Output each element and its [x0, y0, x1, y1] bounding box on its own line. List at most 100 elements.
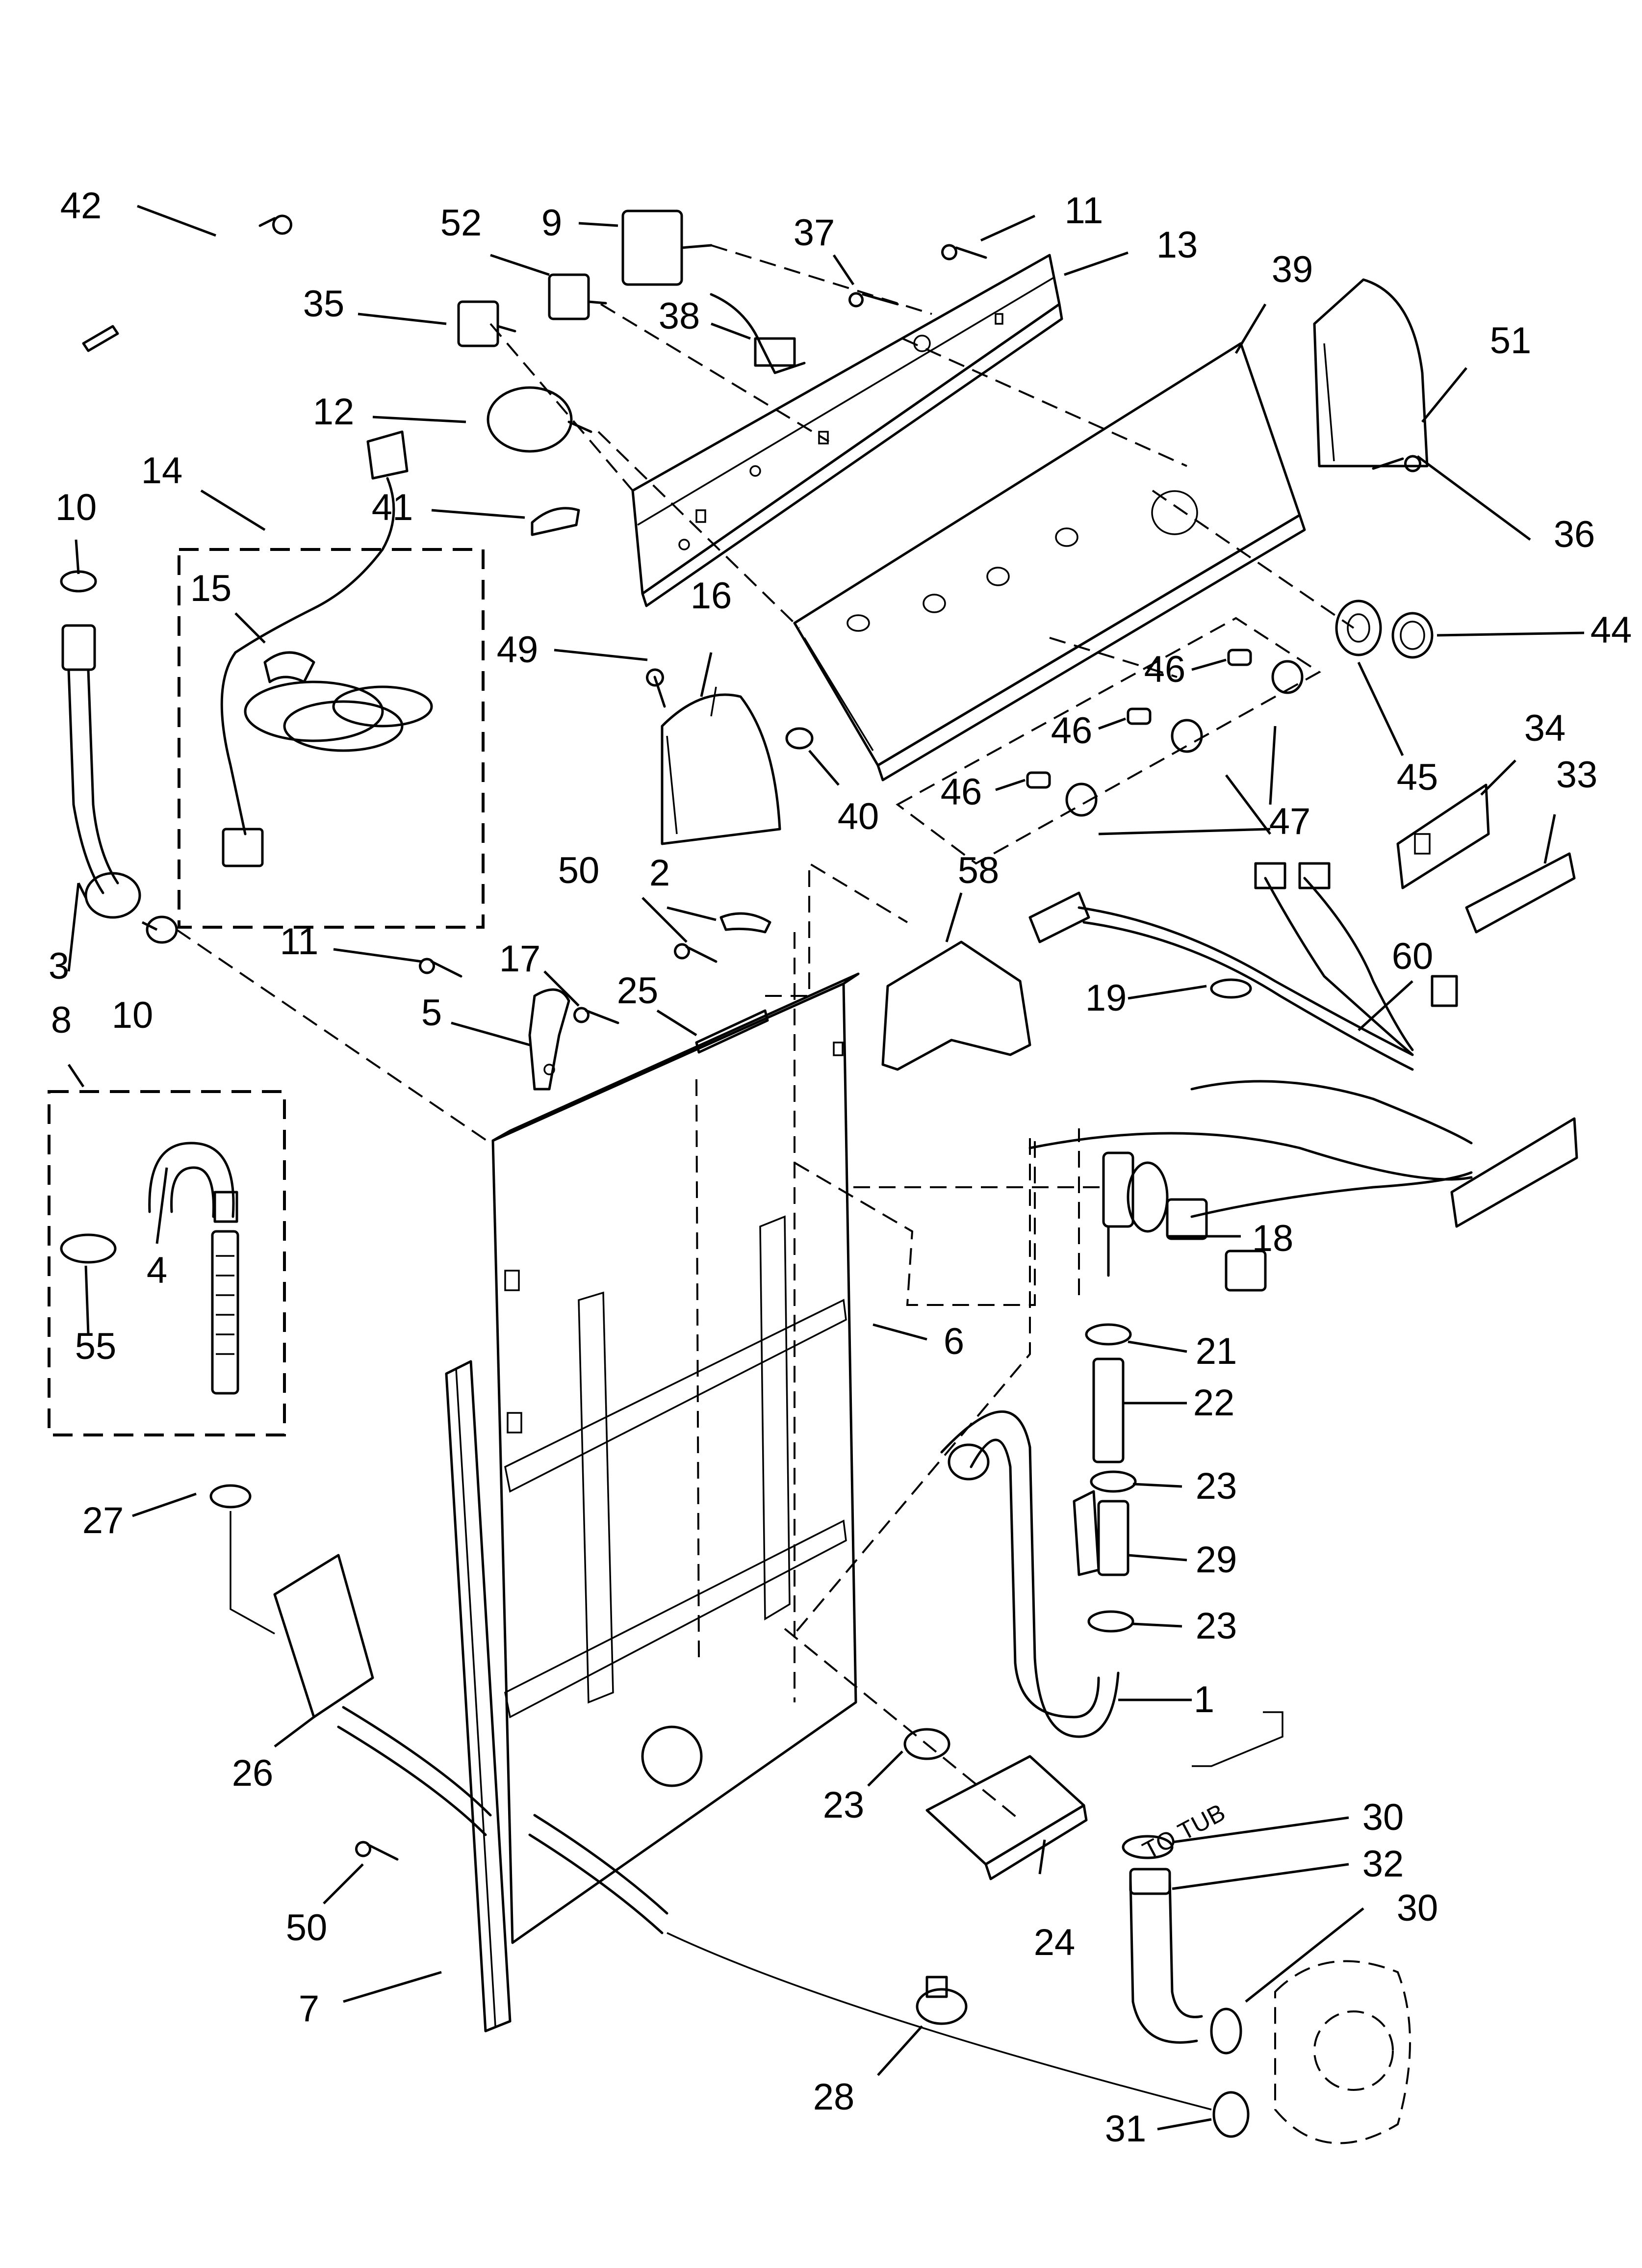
screw-37 [848, 292, 899, 308]
part-41 [531, 507, 580, 536]
connector-19 [1210, 978, 1252, 999]
callout-28: 28 [813, 2076, 855, 2118]
callout-21: 21 [1196, 1330, 1237, 1372]
callout-50-bottom: 50 [286, 1907, 328, 1949]
pump-housing [1274, 1960, 1411, 2144]
callout-25: 25 [617, 970, 659, 1012]
hose-1 [940, 1410, 1120, 1738]
pressure-switch-12 [487, 386, 592, 453]
callout-8: 8 [51, 999, 72, 1041]
callout-49: 49 [497, 629, 539, 671]
washer-10-bottom [146, 915, 178, 944]
callout-42: 42 [60, 185, 102, 227]
callout-9: 9 [541, 202, 562, 244]
callout-32: 32 [1362, 1843, 1404, 1885]
drain-hose-32 [1129, 1868, 1203, 2044]
hose-bracket-26 [273, 1554, 374, 1719]
callout-30-top: 30 [1362, 1797, 1404, 1838]
part-42-eyelet [258, 214, 292, 235]
callout-17: 17 [499, 938, 541, 980]
clamp-30-top [1122, 1835, 1174, 1859]
knob-47-a [1271, 660, 1304, 694]
end-cap-51 [1313, 278, 1429, 468]
spacer-46-c [1026, 771, 1051, 789]
knob-45 [1335, 600, 1382, 656]
callout-14: 14 [141, 450, 183, 492]
console-39 [793, 342, 1306, 782]
callout-2: 2 [649, 852, 670, 894]
callout-6: 6 [944, 1321, 964, 1362]
knob-47-c [1065, 782, 1098, 817]
callout-13: 13 [1156, 224, 1198, 266]
spacer-46-b [1127, 707, 1152, 725]
callout-38: 38 [659, 295, 700, 337]
callout-55: 55 [75, 1326, 117, 1367]
callout-41: 41 [372, 487, 413, 528]
screw-50-bottom [355, 1841, 399, 1861]
part-42-clip [82, 325, 119, 352]
callout-52: 52 [440, 202, 482, 244]
clamp-27 [209, 1484, 252, 1509]
bracket-34 [1396, 783, 1490, 889]
bracket-24 [925, 1755, 1088, 1880]
callout-16: 16 [691, 575, 732, 617]
callout-46-c: 46 [941, 771, 982, 813]
callout-30-bottom: 30 [1397, 1887, 1438, 1929]
callout-44: 44 [1591, 609, 1632, 651]
callout-40: 40 [838, 796, 879, 837]
callout-46-a: 46 [1144, 649, 1186, 690]
callout-34: 34 [1524, 707, 1566, 749]
callout-arrows [67, 205, 1585, 2131]
control-panel-13 [631, 254, 1063, 607]
callout-29: 29 [1196, 1539, 1237, 1581]
callout-51: 51 [1490, 320, 1532, 362]
callout-46-b: 46 [1051, 710, 1093, 752]
knob-group-47 [896, 617, 1321, 865]
tube-22 [1092, 1357, 1125, 1463]
callout-3: 3 [49, 945, 69, 987]
callout-4: 4 [147, 1250, 167, 1291]
callout-31: 31 [1105, 2108, 1147, 2150]
timer-9 [621, 209, 713, 286]
clamp-28 [916, 1976, 968, 2025]
callout-23-mid: 23 [1196, 1605, 1237, 1647]
plug-40 [785, 727, 814, 750]
shield-58 [881, 940, 1031, 1071]
callout-39: 39 [1272, 249, 1313, 290]
callout-18: 18 [1252, 1218, 1294, 1259]
callout-7: 7 [299, 1988, 319, 2030]
end-cap-16 [661, 693, 781, 845]
screw-36 [1372, 455, 1421, 472]
callout-19: 19 [1085, 977, 1127, 1019]
kit-box-8 [48, 1090, 286, 1436]
wire-harness-60 [1028, 862, 1578, 1292]
callout-11-left: 11 [280, 921, 319, 963]
callout-1: 1 [1194, 1679, 1214, 1721]
callout-5: 5 [421, 992, 442, 1034]
callout-47: 47 [1269, 801, 1311, 842]
screw-50-top [674, 943, 718, 963]
clamp-31 [1212, 2091, 1250, 2138]
screw-17 [573, 1007, 619, 1024]
callout-22: 22 [1193, 1382, 1235, 1424]
clamp-30-bottom [1210, 2007, 1242, 2055]
drain-hose-corrugated [337, 1706, 668, 1934]
clamp-55 [60, 1233, 117, 1264]
fill-hose-3 [60, 570, 141, 919]
water-valve-18 [1102, 1151, 1169, 1277]
callout-37: 37 [794, 212, 835, 254]
harness-38 [710, 293, 806, 374]
callout-11-top: 11 [1065, 190, 1103, 232]
switch-35 [457, 300, 516, 347]
kit-box-14 [178, 548, 485, 929]
screw-11-top [941, 244, 987, 261]
rear-panel-6 [491, 972, 860, 1944]
knob-47-b [1171, 719, 1203, 753]
screw-49 [646, 668, 666, 708]
bracket-5 [528, 988, 570, 1091]
callout-33: 33 [1556, 754, 1598, 796]
callout-50-top: 50 [558, 850, 600, 891]
callout-60: 60 [1392, 936, 1434, 977]
fitting-29 [1073, 1490, 1129, 1576]
